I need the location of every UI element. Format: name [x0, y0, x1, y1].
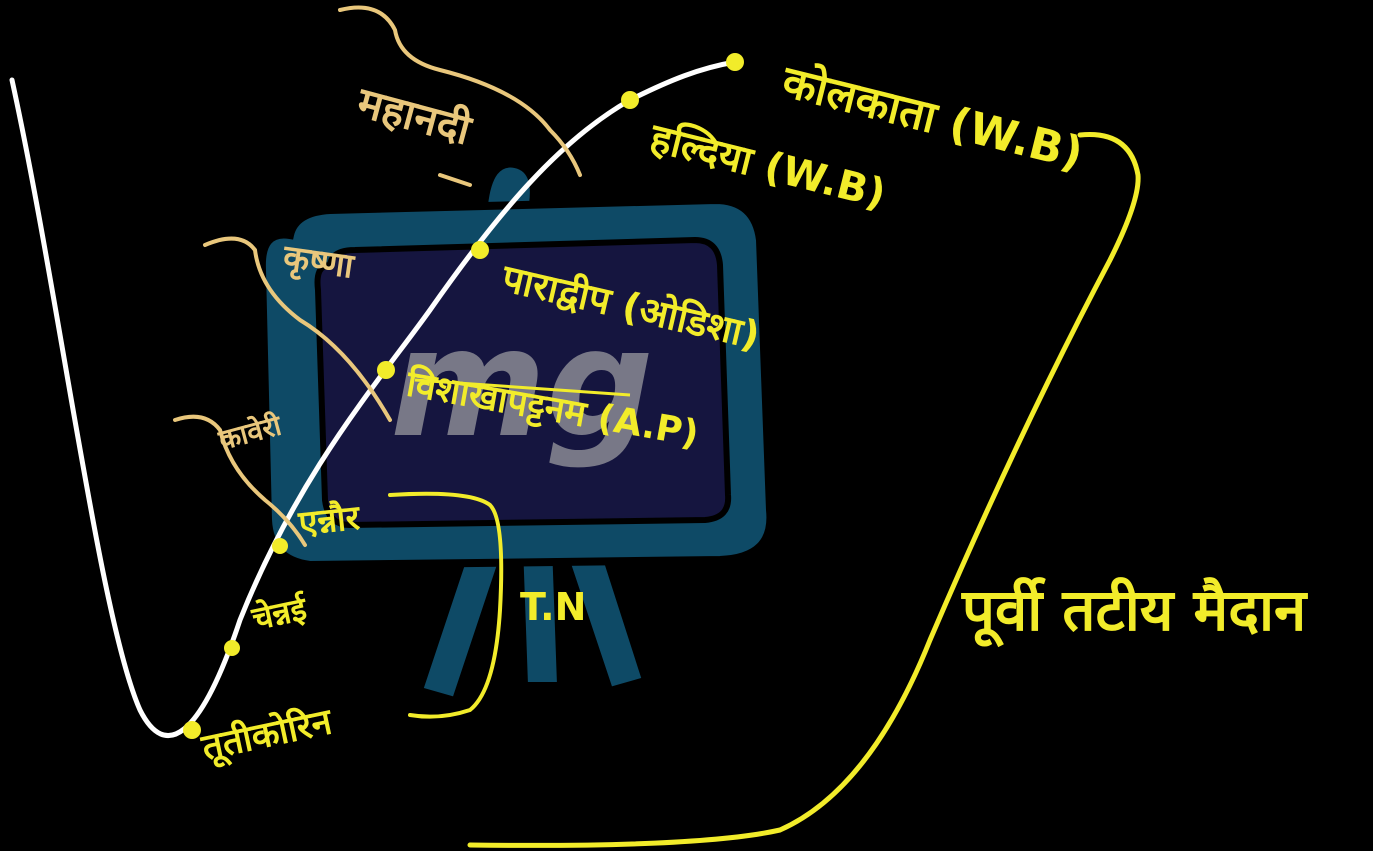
marker-kolkata — [726, 53, 744, 71]
marker-ennore — [272, 538, 288, 554]
marker-haldia — [621, 91, 639, 109]
label-tamil-nadu: T.N — [520, 585, 586, 629]
label-strikethrough — [414, 378, 631, 397]
label-ennore: एन्नौर — [296, 497, 363, 544]
river-strokes — [173, 5, 582, 547]
watermark-text: mg — [390, 297, 654, 471]
river-mahanadi-stroke — [338, 5, 582, 177]
marker-tuticorin — [183, 721, 201, 739]
river-krishna-stroke — [203, 236, 392, 422]
marker-chennai — [224, 640, 240, 656]
marker-paradip — [471, 241, 489, 259]
bracket-east-coast — [467, 132, 1141, 848]
label-region: पूर्वी तटीय मैदान — [961, 576, 1308, 648]
port-markers — [183, 53, 744, 739]
bracket-tamil-nadu — [388, 491, 504, 719]
river-label-mahanadi: महानदी — [351, 77, 478, 155]
label-chennai: चेन्नई — [248, 589, 311, 638]
marker-visakhapatnam — [377, 361, 395, 379]
river-mahanadi-mouth — [438, 173, 472, 187]
label-tuticorin: तूतीकोरिन — [197, 700, 338, 771]
river-kaveri-stroke — [173, 414, 307, 547]
board-face — [314, 236, 732, 529]
coastline-curve — [9, 59, 738, 739]
